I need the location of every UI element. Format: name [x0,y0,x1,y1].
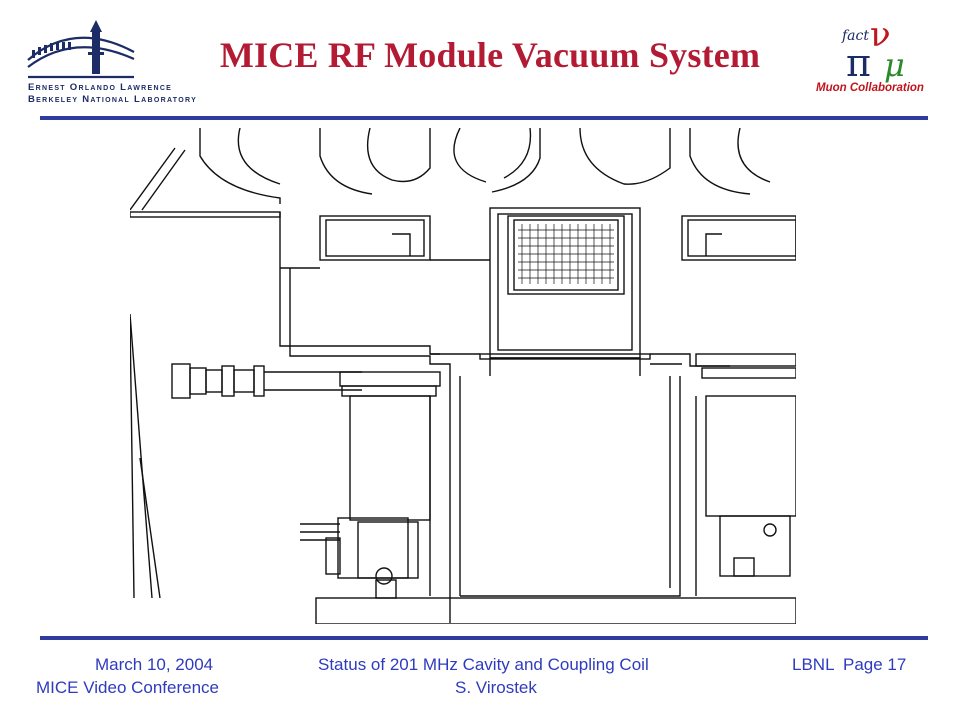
footer-date: March 10, 2004 [95,655,214,674]
lbnl-name-line-1: Ernest Orlando Lawrence [28,82,173,93]
footer-status: Status of 201 MHz Cavity and Coupling Co… [318,655,649,674]
lbnl-logo [27,20,135,79]
mice-nu-glyph: ν [870,15,891,55]
mice-logo-caption: Muon Collaboration [816,82,924,94]
mice-mu-glyph: μ [884,46,905,84]
mice-fact-text: fact [841,28,869,44]
mice-logo: fact ν π μ [841,15,905,85]
vacuum-system-drawing [130,128,796,624]
footer-author: S. Virostek [455,678,537,697]
footer-conference: MICE Video Conference [36,678,220,697]
footer-divider [40,636,928,640]
header-divider [40,116,928,120]
lbnl-name-line-2: Berkeley National Laboratory [28,94,198,105]
footer-org: LBNL [792,655,835,674]
mice-pi-glyph: π [846,41,871,85]
footer-page-number: Page 17 [843,655,907,674]
slide-title: MICE RF Module Vacuum System [219,35,761,75]
